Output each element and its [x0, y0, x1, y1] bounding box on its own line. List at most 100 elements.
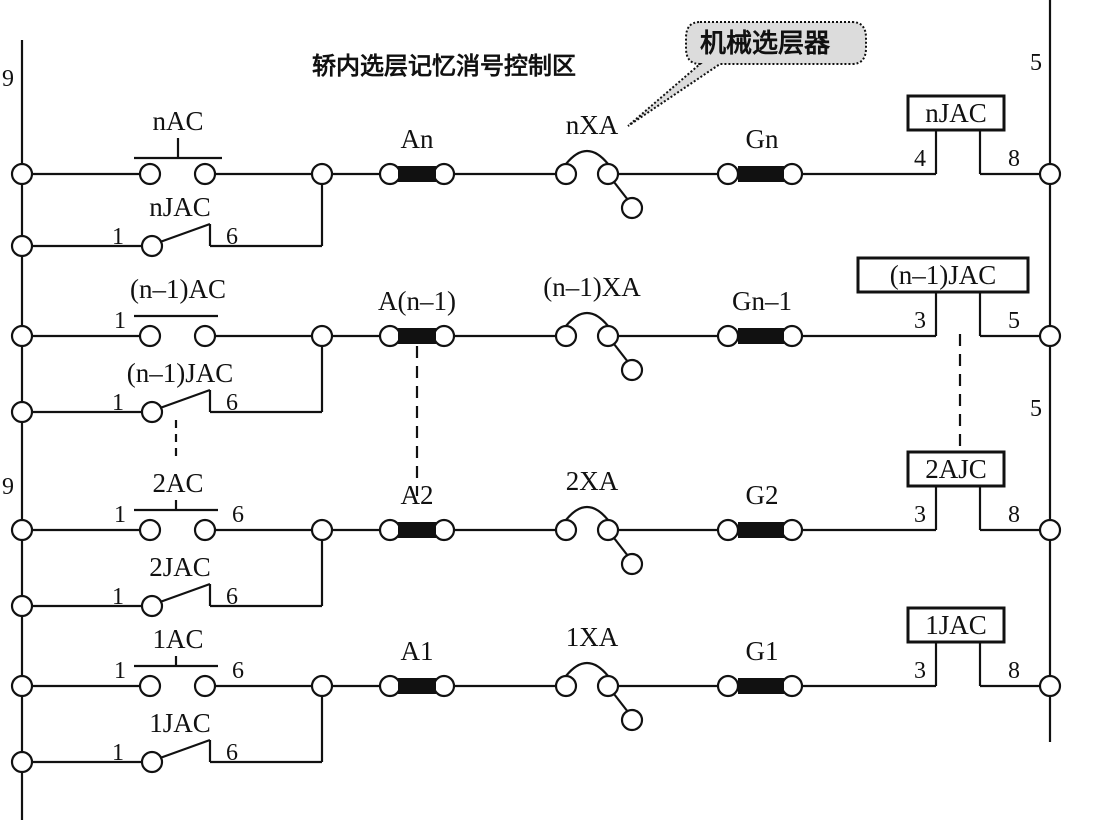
fuse-terminal [378, 324, 402, 348]
hold-blade [159, 582, 211, 604]
junction-terminal [310, 324, 334, 348]
callout-bubble: 机械选层器 [627, 21, 867, 127]
relay-label: nJAC [925, 98, 987, 128]
selector-terminal [554, 518, 578, 542]
terminal [10, 674, 34, 698]
selector-terminal [620, 708, 644, 732]
fuse-terminal [378, 674, 402, 698]
selector-arm [613, 181, 629, 201]
relay-pin-right: 8 [1008, 502, 1020, 528]
selector-terminal [554, 324, 578, 348]
junction-terminal [310, 674, 334, 698]
lamp-label: G1 [746, 636, 779, 666]
selector-arc [565, 149, 609, 165]
relay-pin-right: 8 [1008, 658, 1020, 684]
terminal [1038, 324, 1062, 348]
terminal [10, 162, 34, 186]
selector-terminal [620, 552, 644, 576]
callout-label: 机械选层器 [700, 29, 831, 59]
selector-terminal [596, 674, 620, 698]
relay-pin-right: 5 [1008, 308, 1020, 334]
selector-arm [613, 343, 629, 363]
lamp-terminal [780, 324, 804, 348]
button-terminal [138, 324, 162, 348]
selector-arm [613, 537, 629, 557]
lamp-label: G2 [746, 480, 779, 510]
fuse-terminal [432, 324, 456, 348]
button-terminal [138, 518, 162, 542]
selector-terminal [596, 162, 620, 186]
button-terminal [193, 324, 217, 348]
fuse-body [398, 328, 436, 344]
relay-pin-left: 4 [914, 146, 926, 172]
lamp-body [738, 328, 784, 344]
lamp-label: Gn [746, 124, 779, 154]
fuse-terminal [378, 162, 402, 186]
terminal [10, 594, 34, 618]
junction-terminal [310, 162, 334, 186]
terminal [10, 400, 34, 424]
lamp-body [738, 166, 784, 182]
fuse-terminal [432, 674, 456, 698]
hold-pin-right: 6 [226, 740, 238, 766]
terminal [10, 234, 34, 258]
selector-terminal [596, 518, 620, 542]
hold-blade [159, 222, 211, 244]
hold-label: 1JAC [149, 708, 211, 738]
relay-pin-right: 8 [1008, 146, 1020, 172]
relay-box [906, 606, 1006, 644]
selector-label: 2XA [566, 466, 619, 496]
hold-pin-right: 6 [226, 584, 238, 610]
junction-terminal [310, 518, 334, 542]
button-terminal [193, 518, 217, 542]
button-pin-left: 1 [114, 658, 126, 684]
hold-label: 2JAC [149, 552, 211, 582]
lamp-terminal [780, 162, 804, 186]
hold-pin-left: 1 [112, 390, 124, 416]
hold-terminal [140, 234, 164, 258]
button-label: (n–1)AC [130, 274, 226, 304]
relay-pin-left: 3 [914, 308, 926, 334]
fuse-label: A(n–1) [378, 286, 456, 316]
hold-terminal [140, 400, 164, 424]
button-pin-right: 6 [232, 502, 244, 528]
fuse-label: An [401, 124, 434, 154]
selector-terminal [554, 162, 578, 186]
terminal [10, 518, 34, 542]
hold-terminal [140, 750, 164, 774]
lamp-terminal [716, 162, 740, 186]
fuse-terminal [378, 518, 402, 542]
fuse-body [398, 166, 436, 182]
fuse-body [398, 678, 436, 694]
hold-label: nJAC [149, 192, 211, 222]
button-label: nAC [152, 106, 203, 136]
fuse-terminal [432, 518, 456, 542]
button-terminal [193, 674, 217, 698]
selector-label: (n–1)XA [543, 272, 641, 302]
hold-blade [159, 388, 211, 410]
selector-label: nXA [566, 110, 619, 140]
right-bus-label-mid: 5 [1030, 396, 1042, 422]
selector-arm [613, 693, 629, 713]
left-bus-label-top: 9 [2, 66, 14, 92]
diagram-title: 轿内选层记忆消号控制区 [312, 52, 576, 80]
selector-arc [565, 311, 609, 327]
selector-arc [565, 661, 609, 677]
terminal [1038, 162, 1062, 186]
lamp-terminal [716, 674, 740, 698]
relay-pin-left: 3 [914, 658, 926, 684]
hold-pin-left: 1 [112, 740, 124, 766]
selector-arc [565, 505, 609, 521]
terminal [1038, 518, 1062, 542]
button-terminal [138, 162, 162, 186]
terminal [10, 750, 34, 774]
hold-pin-left: 1 [112, 224, 124, 250]
selector-terminal [596, 324, 620, 348]
terminal [10, 324, 34, 348]
selector-label: 1XA [566, 622, 619, 652]
hold-pin-left: 1 [112, 584, 124, 610]
selector-terminal [620, 358, 644, 382]
